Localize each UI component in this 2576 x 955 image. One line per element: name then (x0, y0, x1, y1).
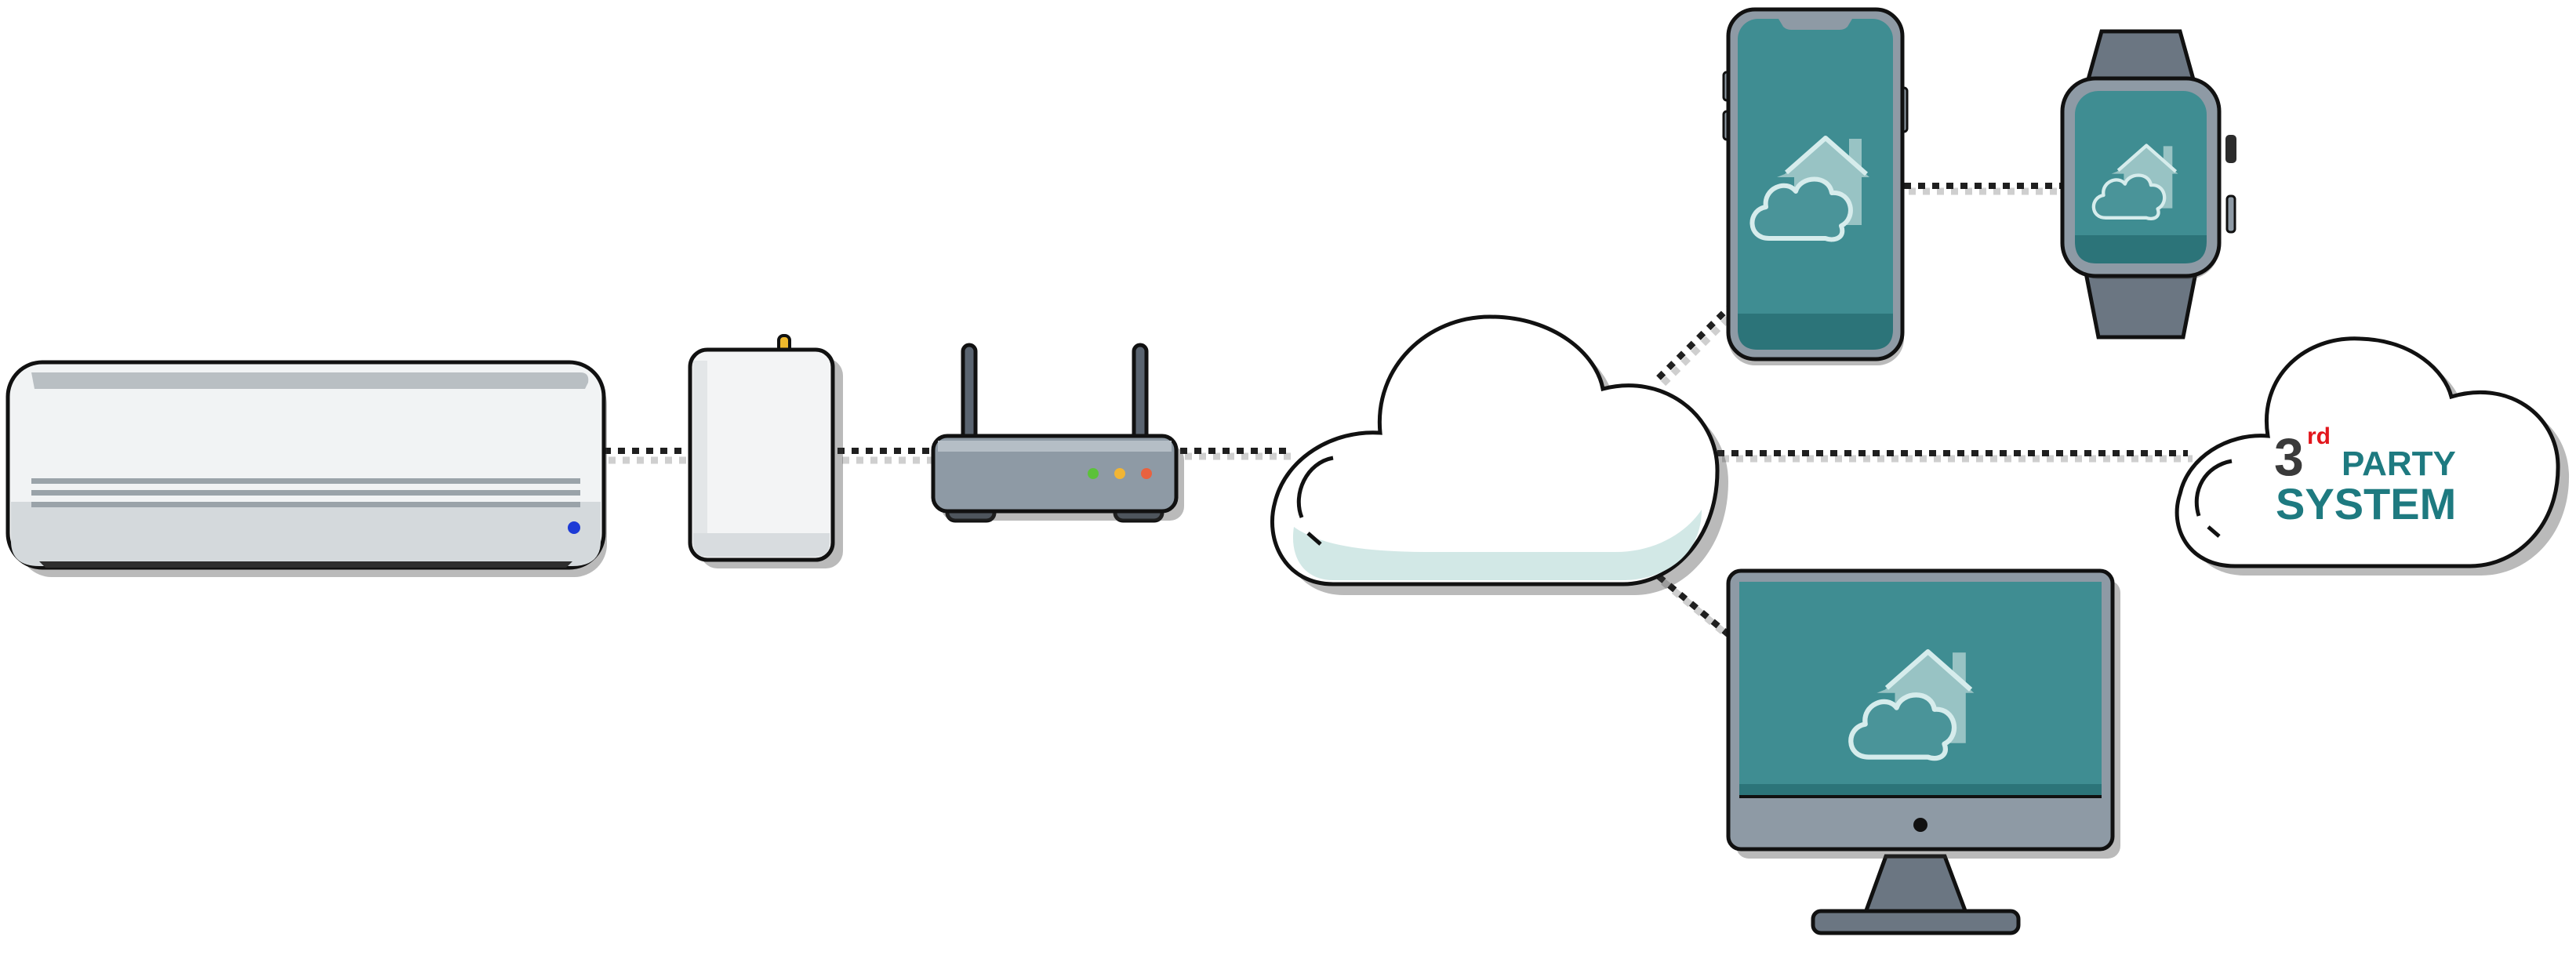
edge-cloud-smartphone (1656, 305, 1731, 380)
third-party-line1: PARTY (2342, 445, 2456, 483)
third-party-line2: SYSTEM (2276, 479, 2456, 528)
smartwatch-icon (2060, 29, 2236, 340)
third-party-number: 3 (2274, 427, 2304, 487)
air-conditioner-icon (5, 360, 607, 577)
connections (604, 183, 2193, 644)
edge-cloud-monitor (1656, 573, 1731, 638)
smartphone-icon (1722, 7, 1909, 365)
led-yellow-icon (1114, 468, 1125, 479)
wifi-adapter-icon (688, 334, 843, 568)
monitor-icon (1726, 568, 2120, 935)
third-party-superscript: rd (2307, 423, 2331, 449)
led-red-icon (1141, 468, 1152, 479)
led-green-icon (1088, 468, 1099, 479)
status-led-icon (568, 521, 580, 534)
cloud-icon (2175, 336, 2560, 568)
third-party-system: 3 rd PARTY SYSTEM (2175, 336, 2570, 576)
cloud-icon (1270, 314, 1728, 595)
router-icon (931, 343, 1184, 523)
power-button-icon (1913, 818, 1927, 832)
